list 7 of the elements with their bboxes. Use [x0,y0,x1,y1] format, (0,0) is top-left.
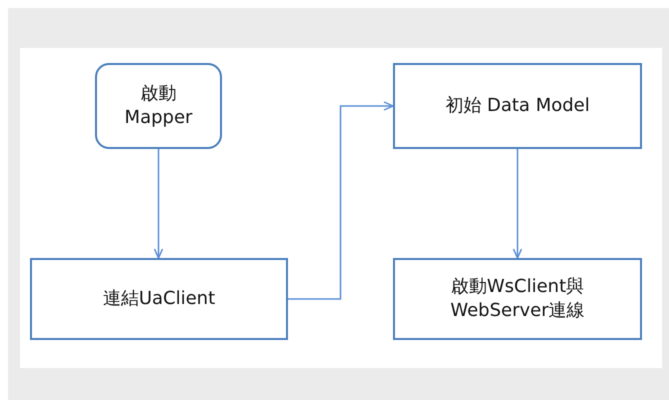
process-box: 連結UaClient [30,258,288,340]
arrow [512,149,522,259]
process-box: 初始 Data Model [393,63,642,149]
arrow [154,149,164,259]
rounded-process-box: 啟動 Mapper [95,63,222,149]
arrow [288,101,394,300]
process-box: 啟動WsClient與WebServer連線 [393,258,642,340]
